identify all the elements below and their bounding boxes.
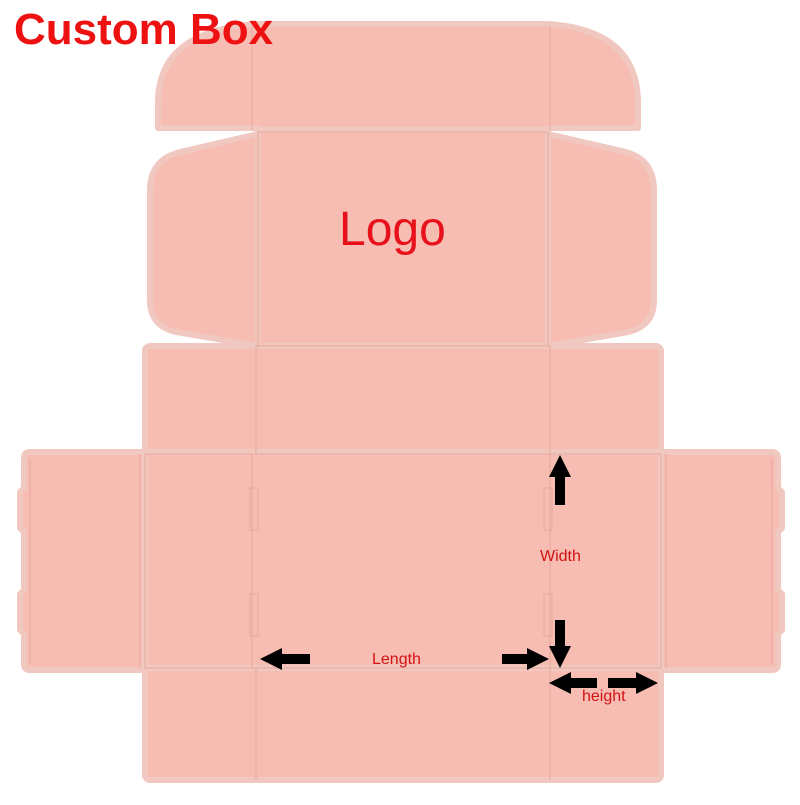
height-arrow-right	[608, 672, 658, 694]
logo-placeholder-text: Logo	[339, 203, 446, 256]
lock-slot	[543, 593, 553, 637]
left-side-wall	[17, 449, 148, 673]
top-tuck-flap	[155, 21, 641, 135]
dimension-arrows	[260, 455, 658, 694]
right-side-wall	[658, 449, 785, 673]
diagram-title: Custom Box	[14, 5, 274, 54]
width-arrow-down	[549, 620, 571, 668]
width-arrow-up	[549, 455, 571, 505]
length-label: Length	[372, 651, 421, 668]
height-arrow-left	[549, 672, 597, 694]
lock-slot	[543, 487, 553, 531]
fold-lines	[29, 26, 773, 780]
cut-outline	[17, 21, 785, 783]
lid-right-dust-flap	[545, 131, 657, 349]
width-label: Width	[540, 548, 581, 565]
height-label: height	[582, 688, 626, 705]
length-arrow-left	[260, 648, 310, 670]
length-arrow-right	[502, 648, 549, 670]
base-panel	[142, 449, 664, 673]
lid-left-dust-flap	[147, 131, 261, 349]
back-wall	[142, 343, 664, 457]
lock-slot	[249, 593, 259, 637]
lock-slot	[249, 487, 259, 531]
